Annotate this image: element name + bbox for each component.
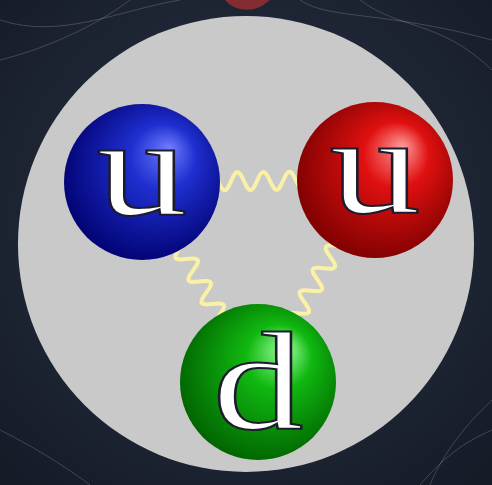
proton-body [18,16,474,472]
track-glow [225,0,270,10]
quark-ball: u [64,104,220,260]
quark-ball: d [180,304,336,460]
ball-fill [180,304,336,460]
quark-label: u [330,96,421,236]
quark-label: d [213,312,304,452]
gluon-line [290,245,337,313]
gluon-line [218,172,299,191]
quark-ball: u [297,102,453,258]
gluon-line [175,248,224,318]
quark-label: u [97,98,188,238]
